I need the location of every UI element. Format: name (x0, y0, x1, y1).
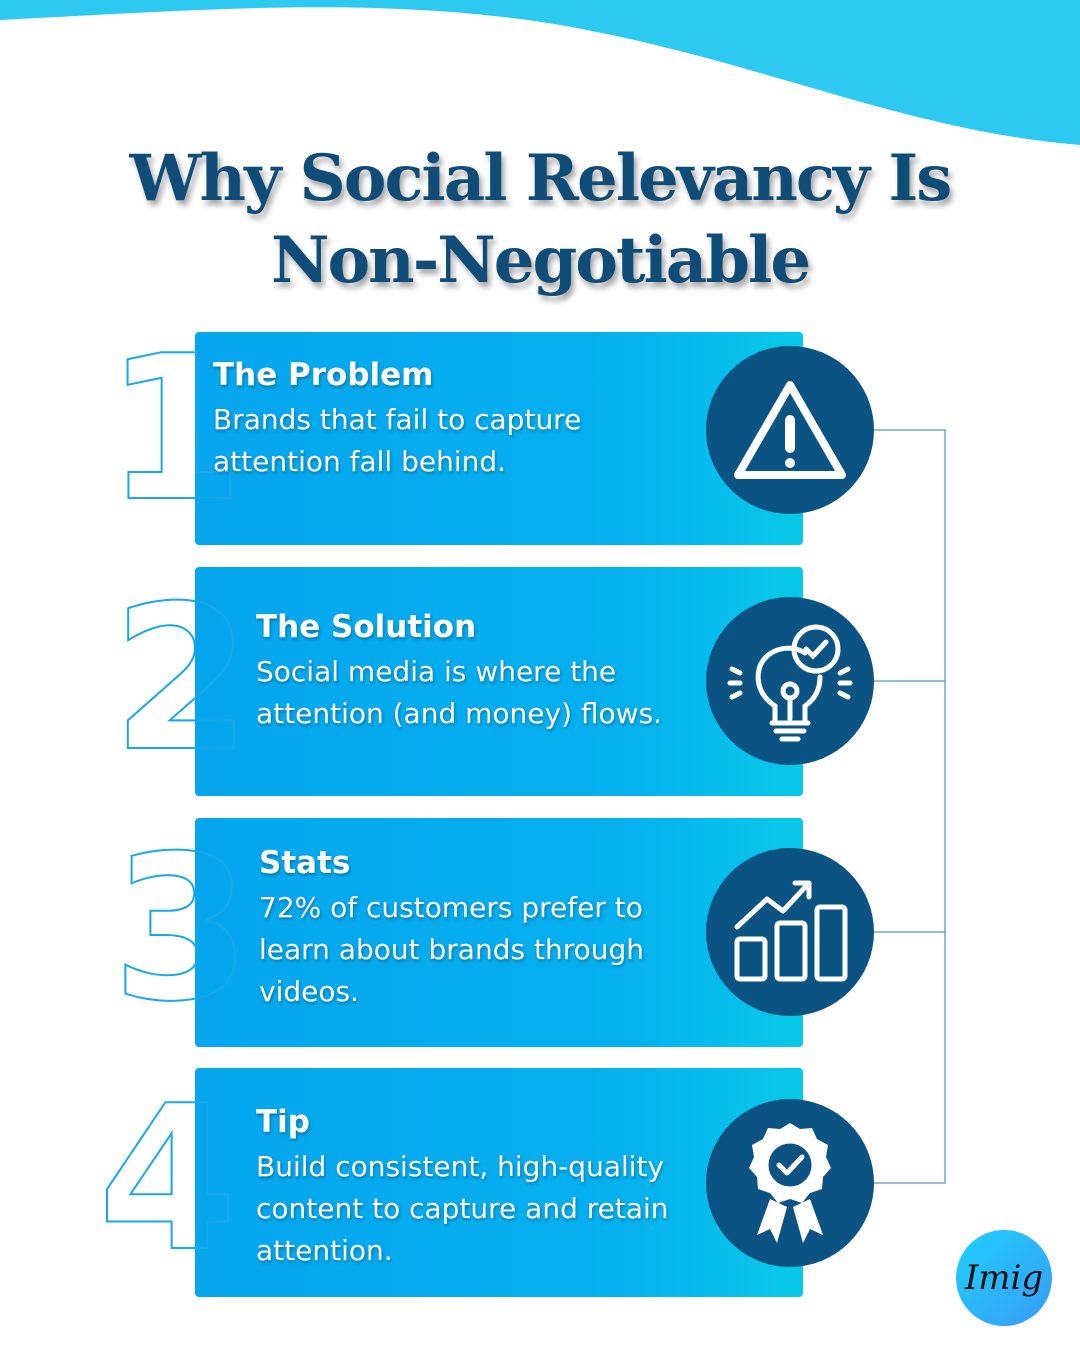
card-stats (195, 818, 803, 1047)
step-number: 4 (97, 1063, 238, 1296)
step-number: 2 (111, 563, 252, 796)
card-heading: Tip (256, 1104, 310, 1140)
title-line-2: Non-Negotiable (270, 223, 811, 298)
award-badge-icon (706, 1099, 874, 1267)
card-body: Brands that fail to capture attention fa… (213, 403, 582, 478)
step-number: 1 (104, 313, 245, 546)
step-number: 3 (111, 813, 252, 1046)
card-body: Build consistent, high-quality content t… (256, 1150, 669, 1267)
card-problem (195, 332, 803, 545)
card-heading: Stats (259, 845, 351, 881)
lightbulb-check-icon (706, 597, 874, 765)
card-heading: The Solution (256, 609, 477, 645)
warning-icon (706, 346, 874, 514)
imig-logo: Imig (956, 1230, 1052, 1326)
card-heading: The Problem (213, 357, 434, 393)
card-tip (195, 1068, 803, 1297)
bar-chart-growth-icon (706, 848, 874, 1016)
top-wave (0, 0, 1080, 145)
card-body: 72% of customers prefer to learn about b… (259, 891, 644, 1008)
card-body: Social media is where the attention (and… (256, 655, 663, 730)
card-text: Stats 72% of customers prefer to learn ab… (259, 845, 679, 1013)
card-solution (195, 567, 803, 796)
title-line-1: Why Social Relevancy Is (129, 141, 953, 216)
logo-text: Imig (964, 1258, 1044, 1298)
